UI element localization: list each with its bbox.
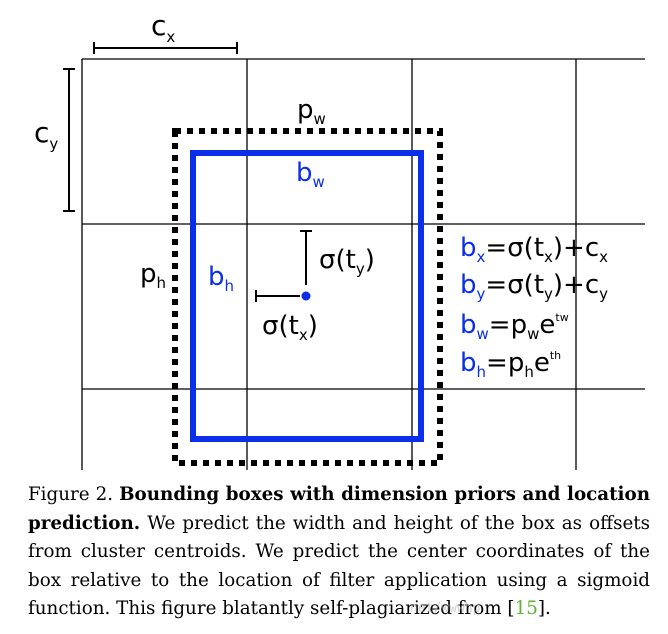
figure-label: Figure 2.: [28, 484, 114, 505]
bh-label: bh: [208, 262, 234, 295]
caption-title: Bounding boxes with dimension priors and…: [28, 484, 650, 534]
watermark: net/wwwhp: [410, 601, 481, 616]
predicted-center-point: [301, 291, 311, 301]
cy-dimension: [63, 68, 75, 212]
equation-bw: bw=pwetw: [460, 310, 569, 343]
equation-bh: bh=pheth: [460, 348, 561, 381]
caption-body: We predict the width and height of the b…: [28, 512, 650, 620]
yolo-bounding-box-diagram: cx cy pw ph bw bh σ(ty) σ(tx) bx=σ(tx)+c…: [34, 9, 645, 470]
predicted-box: [190, 150, 424, 442]
figure-caption: Figure 2. Bounding boxes with dimension …: [28, 481, 650, 624]
prior-box: [172, 128, 443, 466]
equation-by: by=σ(ty)+cy: [460, 270, 608, 303]
cy-label: cy: [34, 116, 58, 153]
pw-label: pw: [297, 95, 326, 128]
cx-dimension: [93, 42, 238, 54]
sigma-ty-label: σ(ty): [319, 245, 375, 278]
equation-bx: bx=σ(tx)+cx: [460, 233, 608, 266]
bw-label: bw: [296, 158, 325, 191]
sigma-tx-label: σ(tx): [262, 311, 318, 344]
citation-link[interactable]: 15: [514, 598, 538, 619]
equations: bx=σ(tx)+cx by=σ(ty)+cy bw=pwetw bh=phet…: [460, 233, 608, 381]
cx-label: cx: [151, 9, 175, 46]
sigma-ty-offset: [300, 230, 312, 285]
caption-end: ].: [537, 598, 551, 619]
ph-label: ph: [140, 259, 166, 292]
sigma-tx-offset: [255, 290, 300, 302]
